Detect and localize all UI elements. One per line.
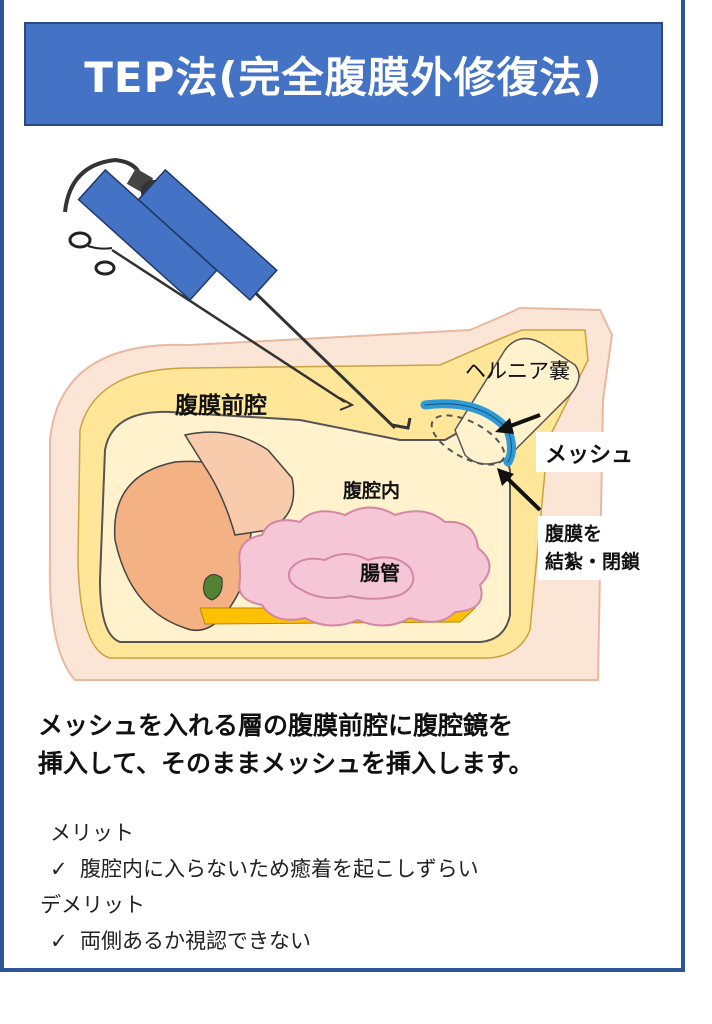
peritoneum-ring [430, 414, 506, 466]
mesh-arrowhead [495, 418, 514, 434]
grasper-handle [68, 231, 116, 276]
title-banner: TEP法(完全腹膜外修復法) [24, 22, 663, 126]
demerit-item-text: 両側あるか視認できない [80, 929, 311, 953]
scope-tip [391, 417, 412, 430]
trocar-right [137, 168, 278, 302]
tep-illustration: 腹膜前腔 ヘルニア嚢 メッシュ 腹腔内 腹膜を 結紮・閉鎖 腸管 [48, 157, 672, 681]
demerit-heading: デメリット [40, 893, 145, 917]
page-title: TEP法(完全腹膜外修復法) [84, 52, 603, 102]
description: メッシュを入れる層の腹膜前腔に腹腔鏡を 挿入して、そのままメッシュを挿入します。 [38, 707, 678, 783]
check-icon: ✓ [50, 929, 68, 953]
grasper-tip [339, 397, 355, 411]
demerit-item: ✓ 両側あるか視認できない [50, 923, 479, 959]
label-hernia-sac: ヘルニア嚢 [465, 359, 570, 383]
stomach [183, 431, 295, 536]
scope-cable [63, 157, 142, 213]
label-peritoneum-1: 腹膜を [544, 522, 602, 545]
peritoneum-label-bg [538, 516, 672, 580]
mesh-label-bg [536, 432, 658, 472]
label-preperitoneal: 腹膜前腔 [175, 392, 267, 419]
pros-cons-list: メリット ✓ 腹腔内に入らないため癒着を起こしずらい デメリット ✓ 両側あるか視認… [40, 815, 479, 959]
merit-heading: メリット [50, 821, 134, 845]
label-intestine: 腸管 [360, 561, 400, 585]
label-abdominal-cavity: 腹腔内 [342, 479, 400, 502]
poster-frame [0, 0, 685, 972]
description-line-2: 挿入して、そのままメッシュを挿入します。 [38, 749, 534, 778]
check-icon: ✓ [50, 857, 68, 881]
intestine-inner [287, 553, 415, 600]
description-line-1: メッシュを入れる層の腹膜前腔に腹腔鏡を [38, 711, 514, 740]
peritoneum-arrow [503, 474, 542, 512]
intestine [238, 506, 491, 627]
merit-item: ✓ 腹腔内に入らないため癒着を起こしずらい [50, 851, 479, 887]
peritoneum-arrowhead [497, 468, 514, 486]
grasper-shaft [111, 248, 346, 404]
label-mesh: メッシュ [545, 443, 633, 468]
gallbladder [203, 574, 223, 601]
merit-item-text: 腹腔内に入らないため癒着を起こしずらい [80, 857, 479, 881]
label-peritoneum-2: 結紮・閉鎖 [545, 550, 641, 573]
